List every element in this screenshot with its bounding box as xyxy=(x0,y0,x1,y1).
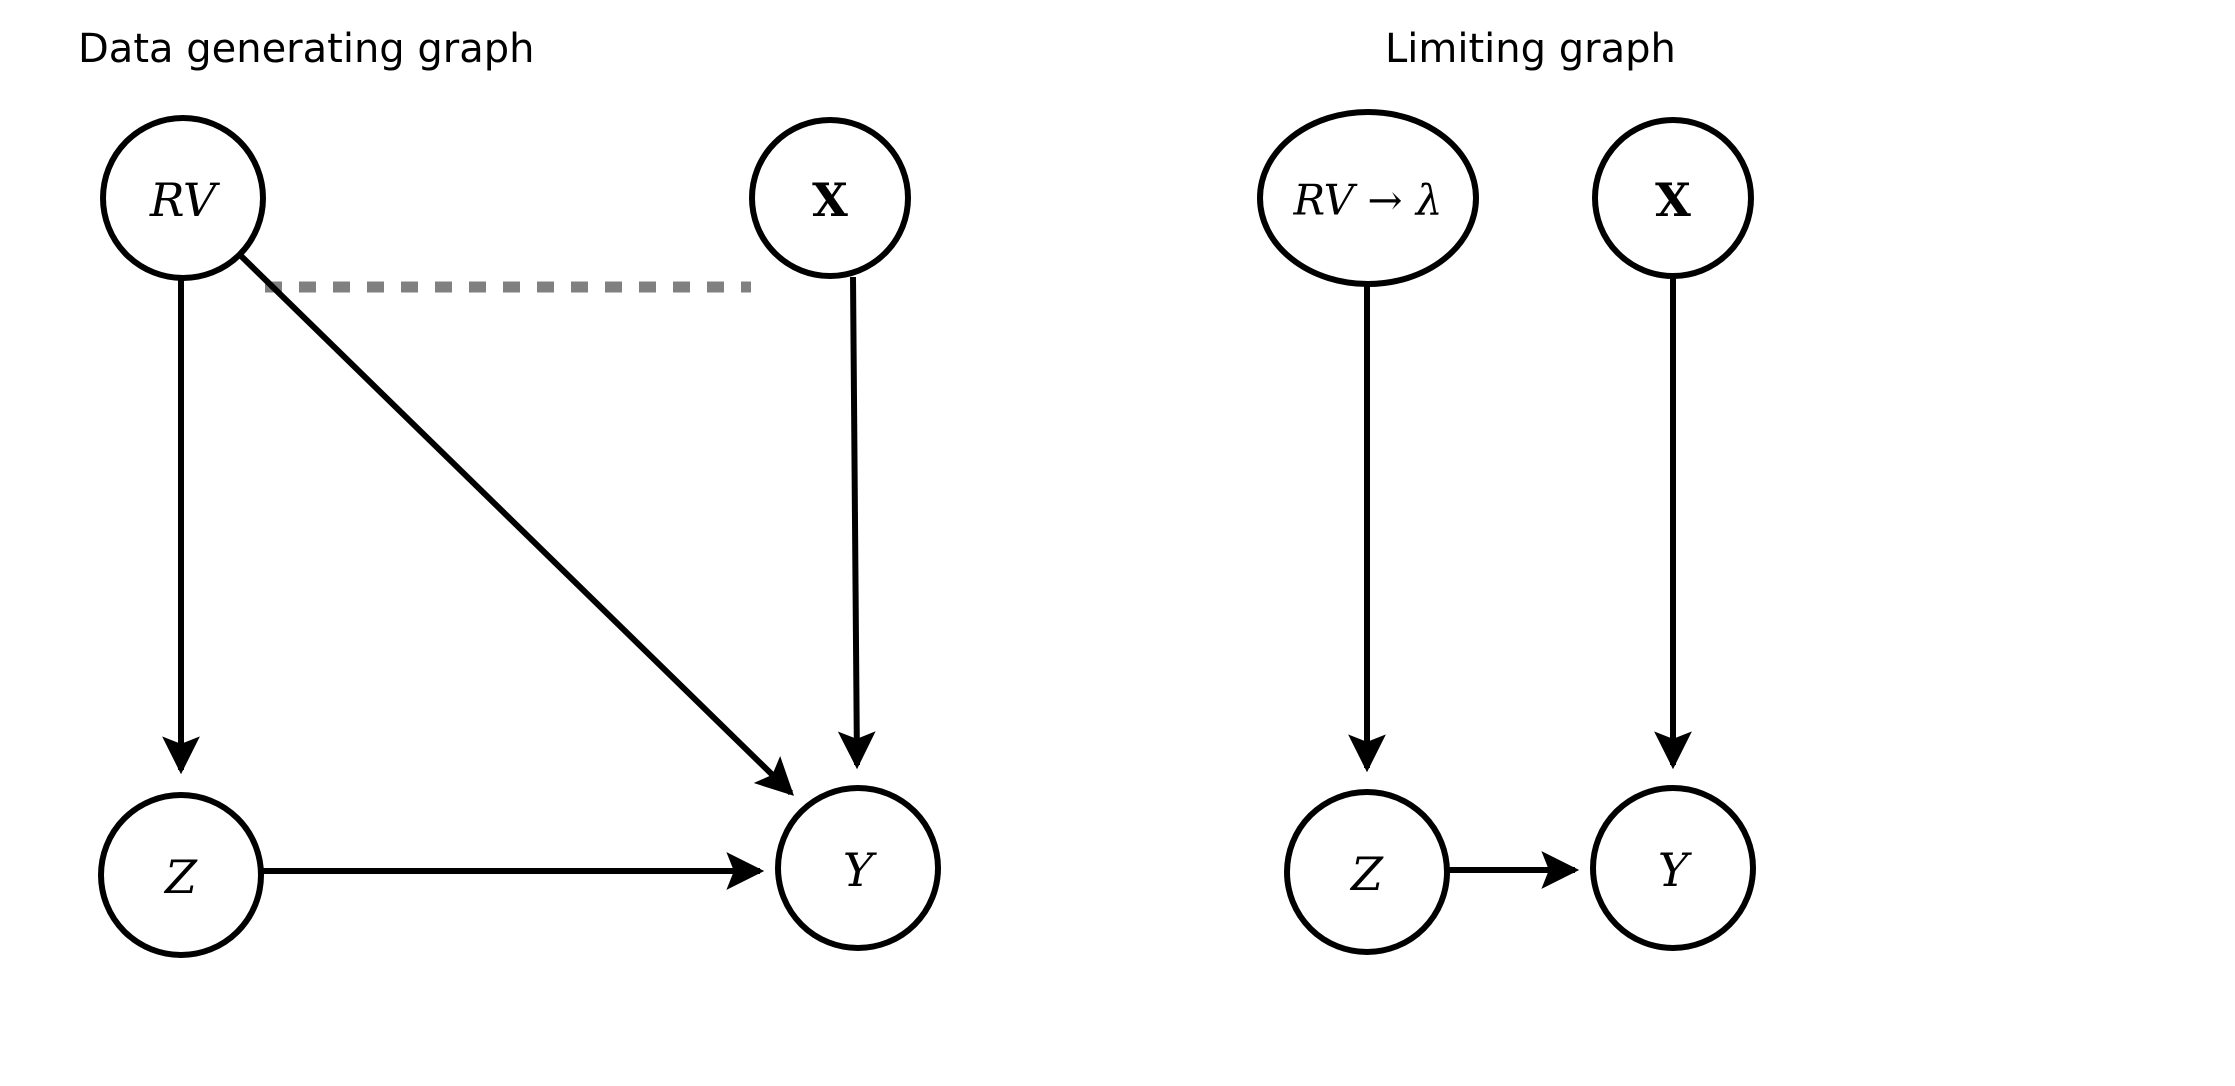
panel-title-data-generating-graph: Data generating graph xyxy=(78,26,534,72)
node-x-label: X xyxy=(812,173,848,227)
node-y2[interactable]: Y xyxy=(1590,785,1756,951)
node-y-label: Y xyxy=(843,843,878,897)
edge-x-to-y xyxy=(837,276,876,770)
node-x2[interactable]: X xyxy=(1592,117,1754,279)
node-x2-shape xyxy=(1592,117,1754,279)
node-z2-label: Z xyxy=(1349,847,1384,901)
node-y2-label: Y xyxy=(1658,843,1693,897)
node-z[interactable]: Z xyxy=(98,792,264,958)
node-z-shape xyxy=(98,792,264,958)
node-rv[interactable]: RV xyxy=(100,115,266,281)
node-rv-lambda[interactable]: RV → λ xyxy=(1257,109,1479,287)
node-z2[interactable]: Z xyxy=(1284,789,1450,955)
node-y[interactable]: Y xyxy=(775,785,941,951)
node-x[interactable]: X xyxy=(749,117,911,279)
node-z-label: Z xyxy=(163,850,198,904)
node-z2-shape xyxy=(1284,789,1450,955)
node-y-shape xyxy=(775,785,941,951)
edge-rv-to-y xyxy=(236,251,795,796)
node-rv-lambda-shape xyxy=(1257,109,1479,287)
node-rv-lambda-label: RV → λ xyxy=(1293,176,1443,225)
node-rv-label: RV xyxy=(149,173,221,227)
panel-title-limiting-graph: Limiting graph xyxy=(1385,26,1676,72)
node-rv-shape xyxy=(100,115,266,281)
node-y2-shape xyxy=(1590,785,1756,951)
node-x-shape xyxy=(749,117,911,279)
node-x2-label: X xyxy=(1655,173,1691,227)
